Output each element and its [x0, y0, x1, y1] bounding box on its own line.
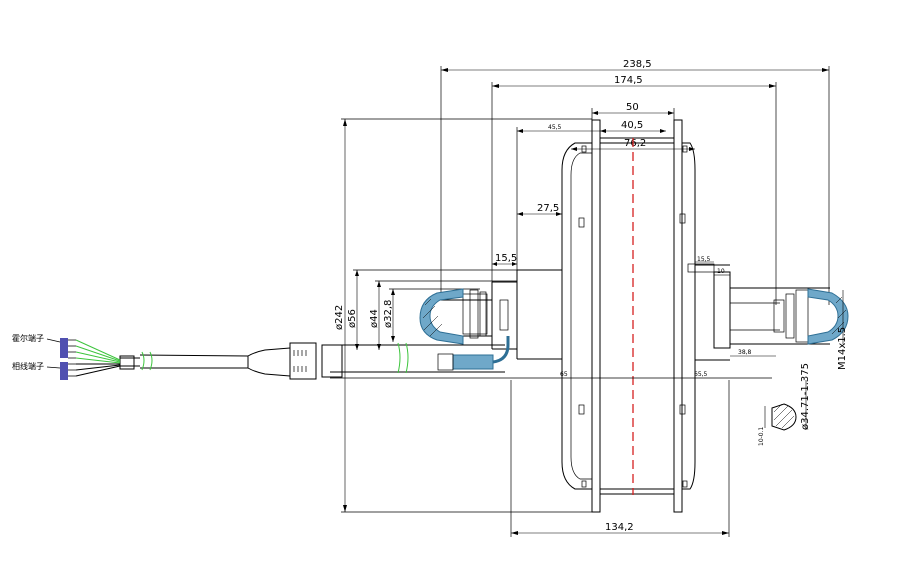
label-dia-32-8: ø32,8 [383, 300, 394, 328]
hub-shell [561, 119, 696, 513]
label-shaft-dia: ø34.71-1.375 [800, 363, 811, 430]
label-flat: 10-0.1 [758, 426, 765, 446]
label-right-15-5: 15,5 [697, 256, 711, 263]
label-238-5: 238,5 [623, 59, 652, 70]
label-65: 65 [560, 371, 568, 378]
label-45-5: 45,5 [548, 124, 562, 131]
dimension-dia-56: ø56 [347, 269, 517, 350]
dimension-45-5: 45,5 [516, 124, 600, 275]
label-65-5: 65,5 [694, 371, 708, 378]
dimension-15-5: 15,5 [492, 253, 517, 266]
left-axle [419, 269, 562, 360]
label-right-10: 10 [717, 268, 725, 275]
label-38-8: 38,8 [738, 349, 752, 356]
dimension-27-5: 27,5 [517, 203, 562, 216]
dimension-40-5: 40,5 [600, 120, 666, 133]
label-dia-56: ø56 [347, 309, 358, 328]
dimension-dia-44: ø44 [369, 280, 517, 350]
label-40-5: 40,5 [621, 120, 643, 131]
dimension-174-5: 174,5 [491, 75, 777, 305]
label-hall-connector: 霍尔端子 [12, 333, 44, 343]
dimension-dia-32-8: ø32,8 [383, 288, 480, 342]
dimension-134-2: 134,2 [510, 380, 730, 537]
label-dia-242: ø242 [334, 305, 345, 330]
label-174-5: 174,5 [614, 75, 643, 86]
label-phase-connector: 相线端子 [12, 361, 44, 371]
shaft-section: 10-0.1 [758, 403, 797, 446]
label-thread: M14x1.5 [837, 327, 848, 370]
dimension-shaft-dia: ø34.71-1.375 [800, 363, 811, 430]
label-15-5: 15,5 [495, 253, 517, 264]
dimension-thread: M14x1.5 [837, 290, 848, 370]
wire-bundle [60, 338, 121, 380]
right-axle: 15,5 10 38,8 [687, 256, 849, 361]
label-27-5: 27,5 [537, 203, 559, 214]
dimension-dia-242: ø242 [334, 118, 592, 513]
cable [119, 336, 510, 380]
label-134-2: 134,2 [605, 522, 634, 533]
dimension-238-5: 238,5 [440, 59, 830, 305]
label-dia-44: ø44 [369, 309, 380, 328]
label-50: 50 [626, 102, 639, 113]
